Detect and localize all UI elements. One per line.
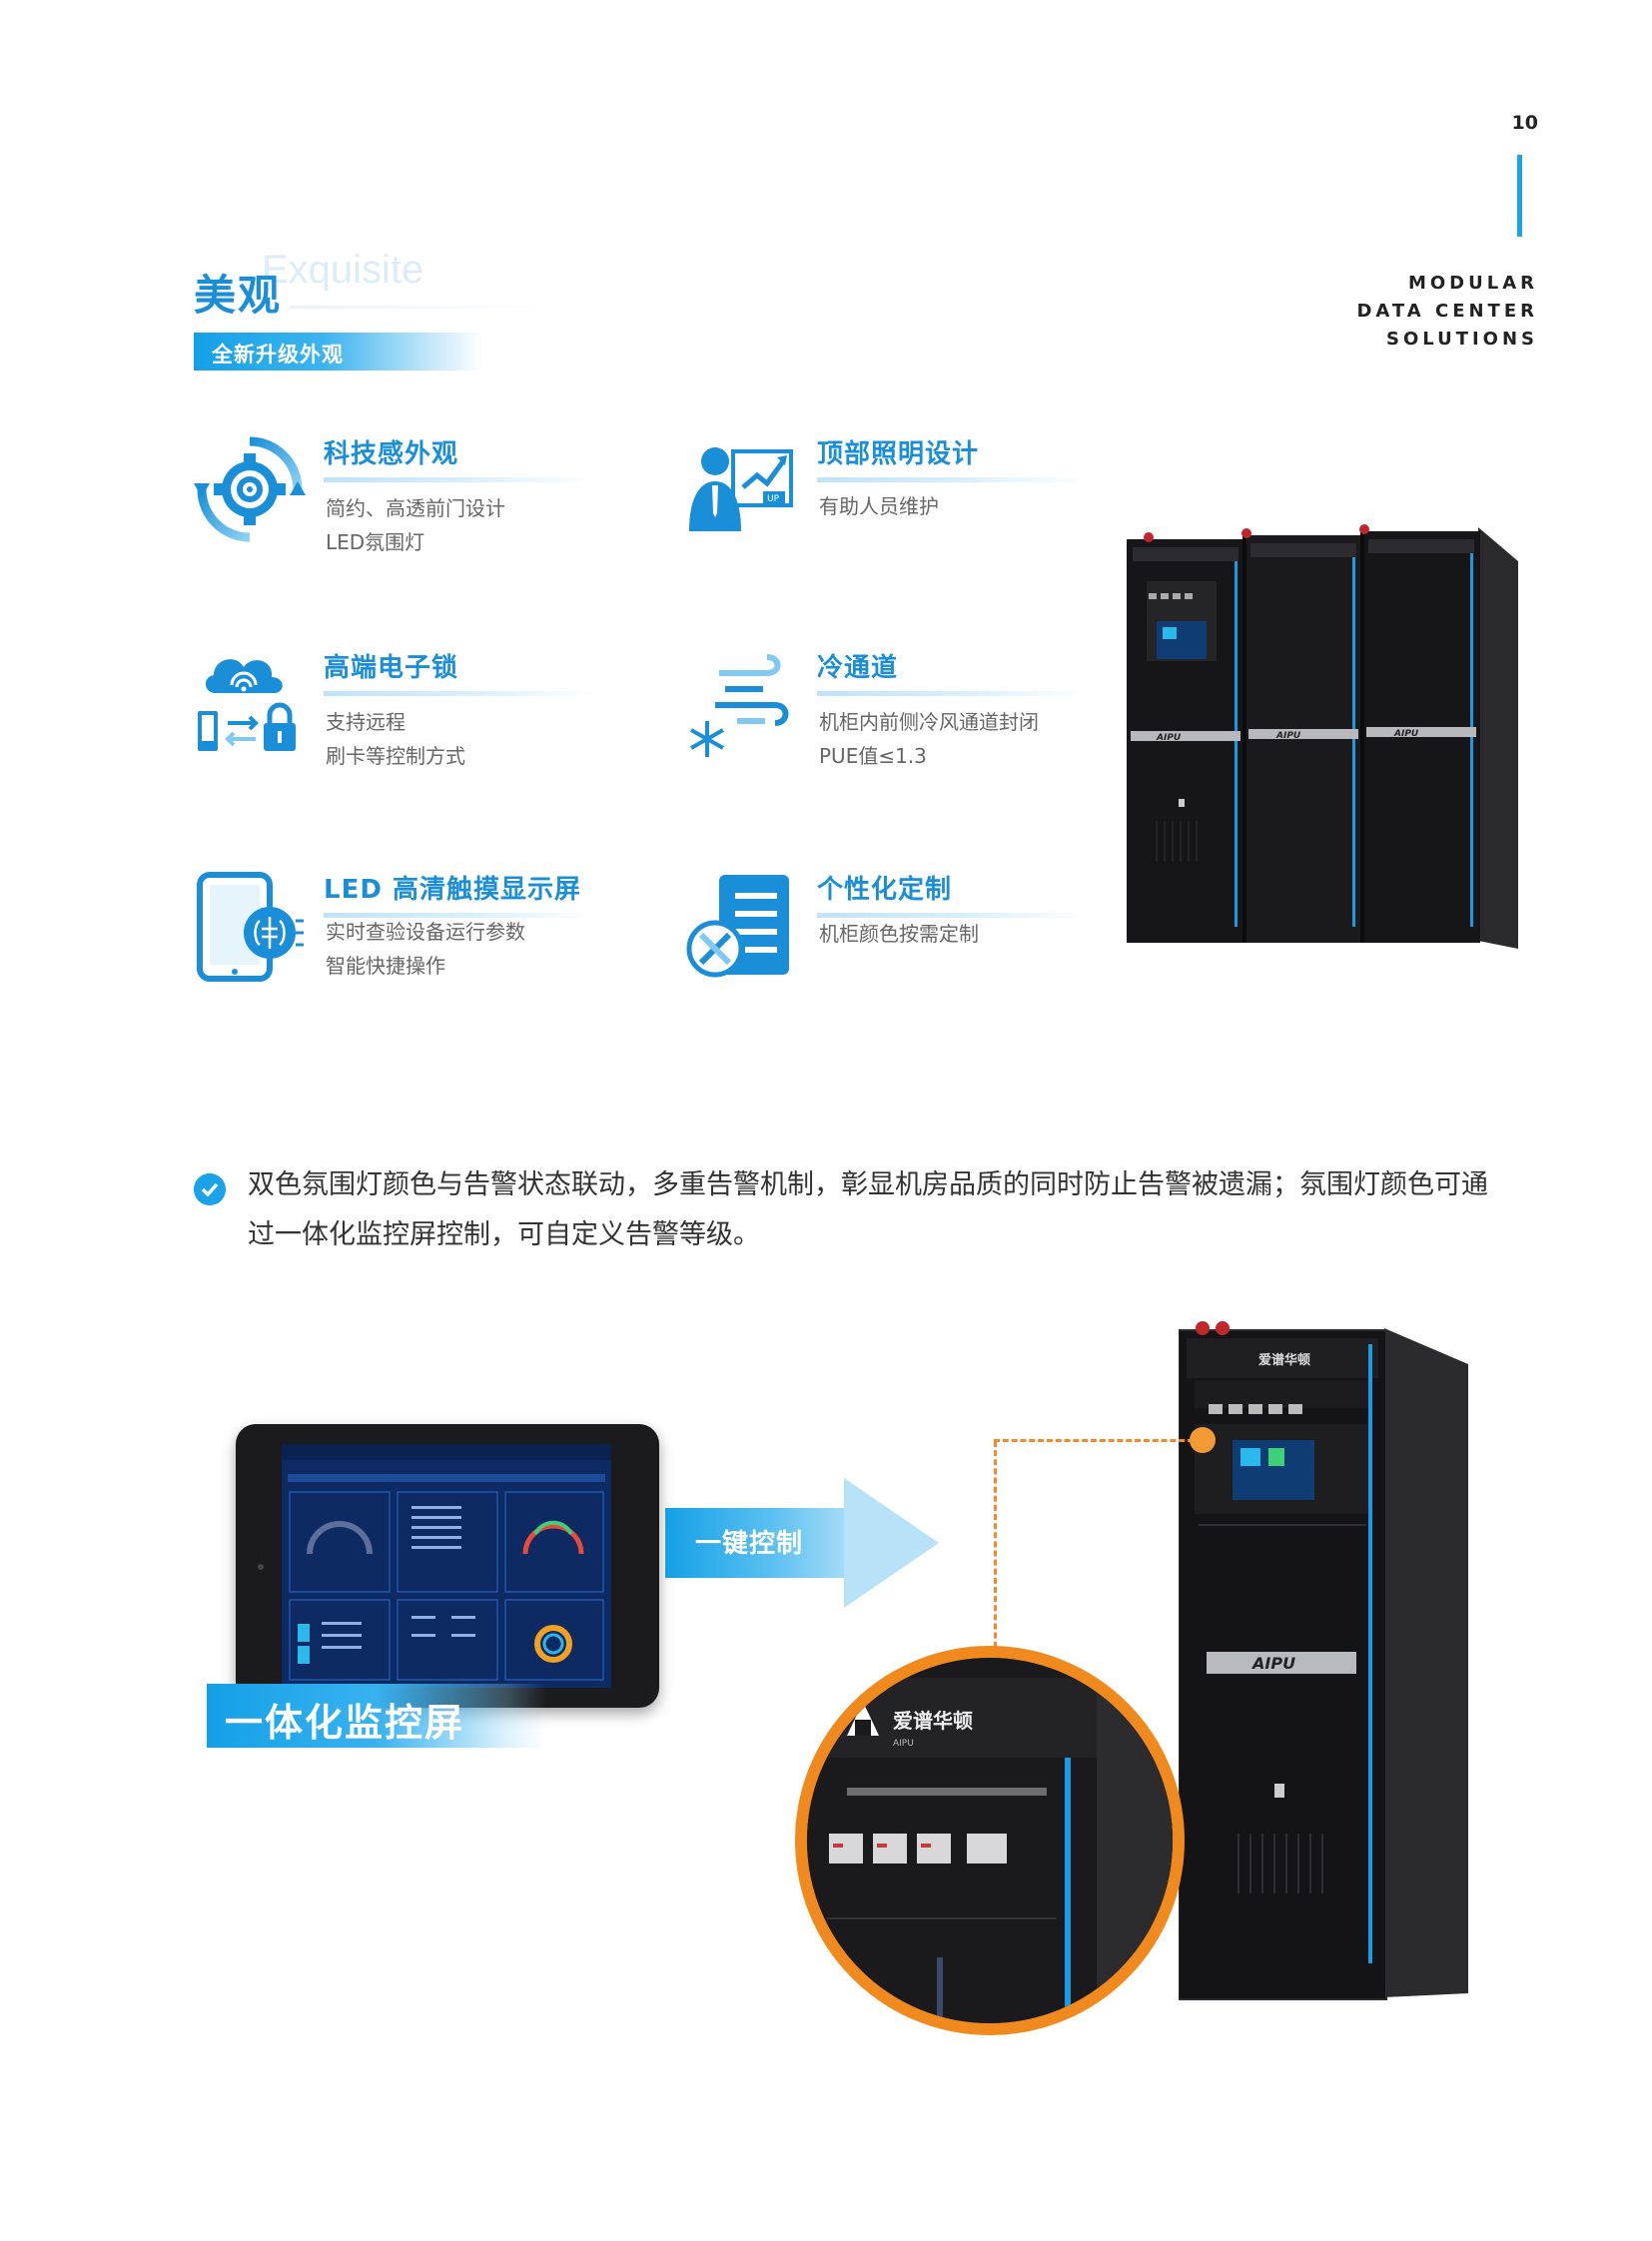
zoom-detail-circle: 爱谱华顿 AIPU xyxy=(795,1646,1185,2035)
feature-desc-3: 支持远程 刷卡等控制方式 xyxy=(326,705,465,773)
page-number-bar xyxy=(1517,155,1522,237)
connector-dashed-vertical xyxy=(994,1441,997,1666)
feature-desc-5-line-2: 智能快捷操作 xyxy=(326,954,445,978)
tablet-label-bar: 一体化监控屏 xyxy=(207,1684,546,1748)
monitoring-screen xyxy=(282,1444,611,1688)
feature-title-5: LED 高清触摸显示屏 xyxy=(324,875,581,905)
feature-desc-2-line-1: 有助人员维护 xyxy=(819,494,939,518)
dashboard-graphic xyxy=(282,1444,611,1681)
feature-desc-5-line-1: 实时查验设备运行参数 xyxy=(326,920,525,944)
feature-underline-6 xyxy=(817,913,1087,918)
brand-label: MODULAR DATA CENTER SOLUTIONS xyxy=(1298,270,1538,354)
feature-desc-3-line-1: 支持远程 xyxy=(326,710,406,734)
cabinet-logo-1: AIPU xyxy=(1156,733,1182,743)
cabinet-logo-2: AIPU xyxy=(1275,731,1301,741)
page-number: 10 xyxy=(1511,112,1538,134)
brand-line-1: MODULAR xyxy=(1407,273,1538,294)
arrow-body xyxy=(665,1508,845,1578)
feature-desc-6-line-1: 机柜颜色按需定制 xyxy=(819,922,979,946)
person-up-chart-icon: UP xyxy=(689,447,793,531)
document-tools-icon xyxy=(686,875,789,978)
single-cabinet-image: 爱谱华顿 AIPU xyxy=(1179,1321,1468,2000)
single-cabinet-logo-cn: 爱谱华顿 xyxy=(1258,1352,1310,1368)
feature-title-2: 顶部照明设计 xyxy=(817,439,980,469)
section-title: 美观 xyxy=(194,271,283,320)
brand-line-2: DATA CENTER xyxy=(1356,301,1538,322)
feature-desc-5: 实时查验设备运行参数 智能快捷操作 xyxy=(326,915,525,983)
feature-desc-1-line-1: 简约、高透前门设计 xyxy=(326,496,505,520)
feature-underline-2 xyxy=(817,477,1087,482)
feature-desc-4-line-2: PUE值≤1.3 xyxy=(819,744,927,768)
feature-underline-3 xyxy=(324,691,593,696)
feature-desc-3-line-2: 刷卡等控制方式 xyxy=(326,744,465,768)
feature-title-4: 冷通道 xyxy=(817,653,899,683)
feature-title-3: 高端电子锁 xyxy=(324,653,459,683)
bullet-line-2: 过一体化监控屏控制，可自定义告警等级。 xyxy=(248,1219,760,1250)
gear-cycle-icon xyxy=(194,436,306,542)
zoom-logo-en: AIPU xyxy=(893,1739,914,1749)
tablet-camera xyxy=(258,1564,264,1570)
cloud-lock-icon xyxy=(198,659,296,751)
zoom-logo-cn: 爱谱华顿 xyxy=(893,1709,973,1733)
highlight-dot xyxy=(1190,1427,1216,1453)
brand-line-3: SOLUTIONS xyxy=(1385,329,1538,350)
section-title-en: Exquisite xyxy=(262,248,424,292)
zoom-detail-graphic: 爱谱华顿 AIPU xyxy=(807,1658,1173,2023)
feature-desc-4: 机柜内前侧冷风通道封闭 PUE值≤1.3 xyxy=(819,705,1039,773)
bullet-line-1: 双色氛围灯颜色与告警状态联动，多重告警机制，彰显机房品质的同时防止告警被遗漏；氛… xyxy=(248,1169,1488,1200)
feature-desc-4-line-1: 机柜内前侧冷风通道封闭 xyxy=(819,710,1039,734)
feature-underline-1 xyxy=(324,477,593,482)
feature-desc-6: 机柜颜色按需定制 xyxy=(819,917,979,951)
cabinet-row-image: AIPU AIPU AIPU xyxy=(1127,524,1518,949)
arrow-right-icon xyxy=(844,1478,939,1608)
tablet-brain-icon xyxy=(197,872,304,982)
bullet-paragraph: 双色氛围灯颜色与告警状态联动，多重告警机制，彰显机房品质的同时防止告警被遗漏；氛… xyxy=(248,1160,1546,1260)
feature-underline-5 xyxy=(324,913,593,918)
wind-snowflake-icon xyxy=(690,654,789,757)
feature-desc-1-line-2: LED氛围灯 xyxy=(326,530,425,554)
section-title-underline xyxy=(290,306,559,309)
tablet-label: 一体化监控屏 xyxy=(225,1701,465,1745)
section-subtitle: 全新升级外观 xyxy=(212,343,344,367)
cabinet-logo-3: AIPU xyxy=(1393,729,1419,739)
arrow-label: 一键控制 xyxy=(695,1529,804,1559)
feature-underline-4 xyxy=(817,691,1087,696)
single-cabinet-logo: AIPU xyxy=(1250,1654,1295,1673)
feature-desc-2: 有助人员维护 xyxy=(819,489,939,523)
svg-text:UP: UP xyxy=(767,494,780,504)
connector-dashed-horizontal xyxy=(994,1439,1194,1442)
check-icon xyxy=(194,1173,226,1205)
feature-title-1: 科技感外观 xyxy=(324,439,459,469)
feature-title-6: 个性化定制 xyxy=(817,875,953,905)
section-subtitle-bar: 全新升级外观 xyxy=(194,333,483,371)
feature-desc-1: 简约、高透前门设计 LED氛围灯 xyxy=(326,491,505,559)
